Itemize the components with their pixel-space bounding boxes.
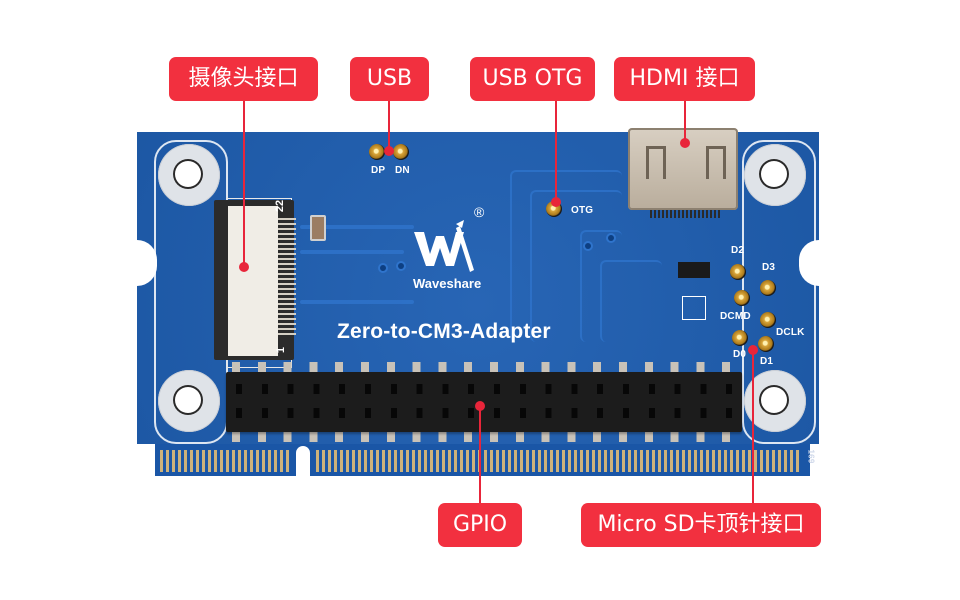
trace (300, 225, 414, 229)
mount-hole-bottom-left (158, 370, 220, 432)
mount-hole-top-right (744, 144, 806, 206)
fpc-latch (228, 206, 278, 356)
hdmi-leader-line (684, 101, 686, 143)
usb-dp-label: DP (371, 165, 386, 176)
sd-d1-label: D1 (760, 356, 774, 367)
mount-hole-top-left (158, 144, 220, 206)
fpc-pins (278, 218, 296, 338)
edge-cut-right (810, 444, 819, 476)
usb-dp-pad (369, 144, 385, 160)
usb-leader-line (388, 101, 390, 151)
hdmi-pins (650, 210, 720, 218)
hdmi-slot-right (706, 146, 726, 179)
edge-gold-fingers-right (316, 450, 800, 472)
sd-dcmd-pad (734, 290, 750, 306)
trace (300, 250, 404, 254)
trace (530, 190, 622, 342)
hdmi-interface-label: HDMI 接口 (614, 57, 755, 101)
edge-cut-left (137, 444, 155, 476)
usb-label: USB (350, 57, 429, 101)
trace (600, 260, 662, 342)
sd-dclk-label: DCLK (776, 327, 805, 338)
sd-d2-label: D2 (731, 245, 745, 256)
edge-number: 169 (806, 449, 816, 464)
via (398, 263, 404, 269)
usb-otg-leader-dot (551, 197, 561, 207)
sd-dclk-pad (760, 312, 776, 328)
trace (580, 230, 622, 342)
regulator-chip (678, 262, 710, 278)
mount-hole-bottom-right (744, 370, 806, 432)
hdmi-leader-dot (680, 138, 690, 148)
fpc-pin-1-label: 1 (275, 346, 288, 354)
capacitor (310, 215, 326, 241)
sd-d3-label: D3 (762, 262, 776, 273)
brand-name: Waveshare (413, 276, 482, 291)
gpio-pins-bottom (232, 430, 742, 442)
edge-key-slot (296, 446, 310, 478)
sd-dcmd-label: DCMD (720, 311, 751, 322)
micro-sd-leader-dot (748, 345, 758, 355)
gpio-leader-line (479, 406, 481, 503)
via (585, 243, 591, 249)
gpio-label: GPIO (438, 503, 522, 547)
edge-gold-fingers-left (160, 450, 290, 472)
registered-mark: ® (474, 204, 485, 220)
waveshare-logo-icon (414, 220, 474, 272)
usb-dn-pad (393, 144, 409, 160)
usb-otg-leader-line (555, 101, 557, 201)
sd-d3-pad (760, 280, 776, 296)
otg-label: OTG (571, 205, 594, 216)
sd-d2-pad (730, 264, 746, 280)
sd-d0-label: D0 (733, 349, 747, 360)
via (380, 265, 386, 271)
fpc-pin-22-label: 22 (274, 199, 287, 213)
sd-d1-pad (758, 336, 774, 352)
gpio-leader-dot (475, 401, 485, 411)
usb-dn-label: DN (395, 165, 410, 176)
smd-footprint (682, 296, 706, 320)
gpio-pins-top (232, 362, 742, 374)
micro-sd-leader-line (752, 350, 754, 503)
usb-otg-label: USB OTG (470, 57, 595, 101)
camera-interface-label: 摄像头接口 (169, 57, 318, 101)
hdmi-slot-left (646, 146, 666, 179)
camera-leader-dot (239, 262, 249, 272)
board-title: Zero-to-CM3-Adapter (337, 320, 551, 343)
micro-sd-pogo-label: Micro SD卡顶针接口 (581, 503, 821, 547)
trace (510, 170, 622, 342)
left-notch (137, 240, 157, 286)
sd-d0-pad (732, 330, 748, 346)
via (608, 235, 614, 241)
camera-leader-line (243, 101, 245, 267)
trace (300, 300, 414, 304)
usb-leader-dot (384, 146, 394, 156)
